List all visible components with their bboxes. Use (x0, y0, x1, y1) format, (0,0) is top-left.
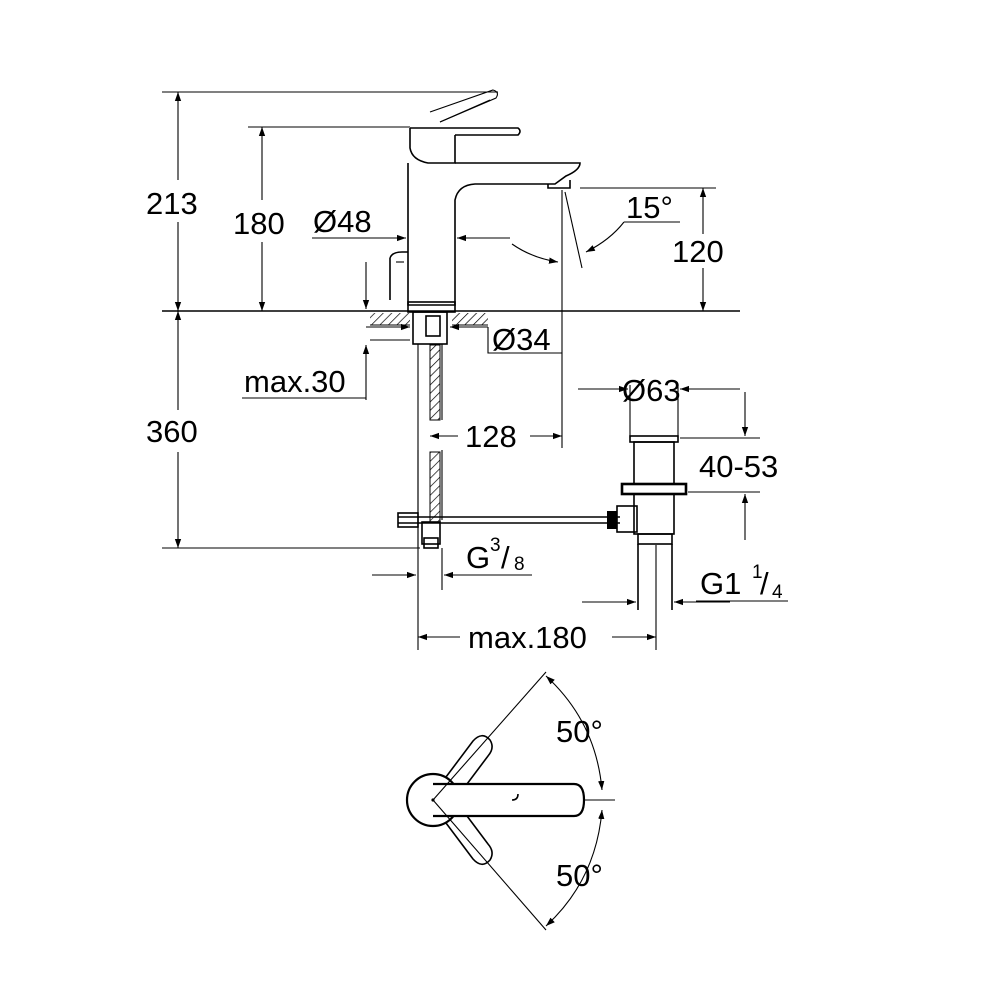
dim-max-width: max.180 (468, 620, 587, 655)
angle-upper: 50° (556, 714, 603, 749)
pull-rod (389, 251, 408, 300)
dim-outlet-height: 120 (672, 234, 724, 269)
svg-text:8: 8 (514, 554, 525, 575)
dim-waste-range: 40-53 (699, 449, 778, 484)
svg-text:1: 1 (752, 562, 763, 583)
svg-text:G1: G1 (700, 566, 741, 601)
dim-max-counter: max.30 (244, 364, 346, 399)
waste-linkage (397, 505, 638, 533)
svg-text:/: / (501, 540, 510, 575)
dim-spray-angle: 15° (626, 190, 673, 225)
side-view: 213 180 Ø48 120 15° Ø34 max.30 (146, 89, 788, 655)
faucet-body (389, 89, 581, 313)
lever-rotated-down (439, 799, 493, 866)
dim-waste-diameter: Ø63 (622, 373, 681, 408)
dim-waste-thread: G1 1 / 4 (700, 562, 783, 603)
dim-below-counter: 360 (146, 414, 198, 449)
mounting-shank (412, 311, 448, 549)
lever-raised-outline (429, 89, 498, 123)
svg-text:3: 3 (490, 535, 501, 556)
lever-rotated-up (439, 734, 493, 801)
dim-body-diameter: Ø48 (313, 204, 372, 239)
top-view: 50° 50° (405, 671, 615, 931)
svg-text:G: G (466, 540, 490, 575)
lever-center (433, 782, 586, 818)
dim-reach: 128 (465, 419, 517, 454)
svg-text:/: / (760, 566, 769, 601)
popup-waste (620, 435, 688, 610)
dim-spout-height: 180 (233, 206, 285, 241)
angle-lower: 50° (556, 858, 603, 893)
dim-connection: G 3 / 8 (466, 535, 525, 575)
lever-handle (410, 127, 521, 136)
dim-total-height: 213 (146, 186, 198, 221)
svg-text:4: 4 (772, 582, 783, 603)
dim-hole-diameter: Ø34 (492, 322, 551, 357)
